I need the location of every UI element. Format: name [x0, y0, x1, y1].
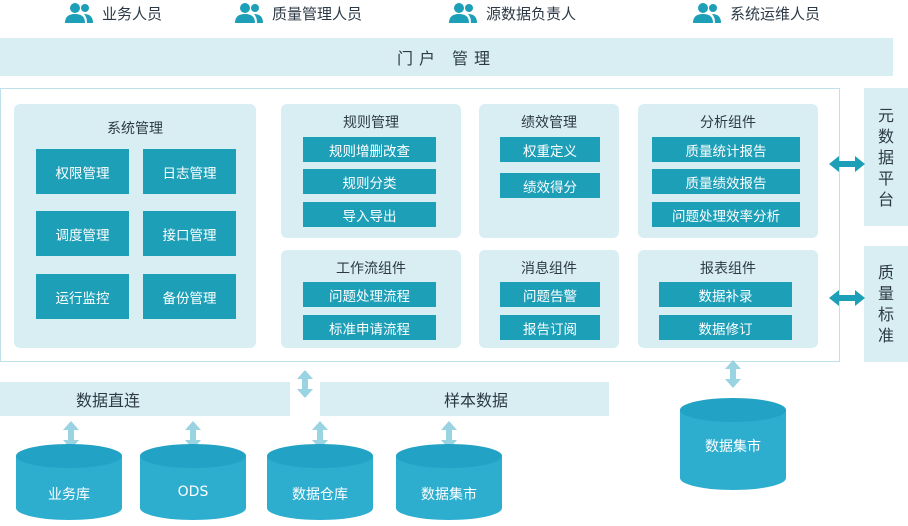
module-issue-flow: 问题处理流程 [303, 282, 436, 307]
module-permission: 权限管理 [36, 149, 129, 194]
portal-bar: 门户 管理 [0, 38, 893, 76]
module-weight: 权重定义 [500, 137, 600, 162]
panel-title: 消息组件 [521, 261, 577, 277]
module-monitor: 运行监控 [36, 274, 129, 319]
module-rule-category: 规则分类 [303, 169, 436, 194]
db-label: 数据集市 [705, 439, 761, 455]
side-label: 质量标准 [877, 263, 894, 345]
module-backup: 备份管理 [143, 274, 236, 319]
module-standard-flow: 标准申请流程 [303, 315, 436, 340]
band-direct: 数据直连 [0, 382, 290, 416]
double-arrow-icon [297, 370, 313, 398]
db-ods: ODS [138, 442, 248, 522]
users-icon [693, 3, 721, 23]
module-interface: 接口管理 [143, 211, 236, 256]
side-label: 元数据平台 [877, 105, 894, 209]
side-metadata-platform: 元数据平台 [864, 88, 908, 226]
database-icon [680, 398, 786, 490]
double-arrow-icon [829, 290, 865, 306]
role-label: 源数据负责人 [486, 4, 577, 23]
module-supplement: 数据补录 [659, 282, 792, 307]
database-icon [267, 444, 373, 520]
db-mart: 数据集市 [394, 442, 504, 522]
module-alert: 问题告警 [500, 282, 600, 307]
panel-perf-mgmt: 绩效管理 权重定义 绩效得分 [479, 104, 619, 238]
module-schedule: 调度管理 [36, 211, 129, 256]
db-label: 业务库 [48, 487, 90, 503]
module-import-export: 导入导出 [303, 202, 436, 227]
module-revise: 数据修订 [659, 315, 792, 340]
panel-title: 规则管理 [343, 115, 399, 131]
module-rule-crud: 规则增删改查 [303, 137, 436, 162]
module-subscribe: 报告订阅 [500, 315, 600, 340]
module-log: 日志管理 [143, 149, 236, 194]
panel-rule-mgmt: 规则管理 规则增删改查 规则分类 导入导出 [281, 104, 461, 238]
panel-title: 绩效管理 [521, 115, 577, 131]
panel-report: 报表组件 数据补录 数据修订 [638, 250, 818, 348]
band-sample: 样本数据 [320, 382, 609, 416]
db-business: 业务库 [14, 442, 124, 522]
module-quality-perf: 质量绩效报告 [652, 169, 800, 194]
role-label: 质量管理人员 [272, 4, 363, 23]
panel-system-mgmt: 系统管理 权限管理 日志管理 调度管理 接口管理 运行监控 备份管理 [14, 104, 256, 348]
panel-title: 分析组件 [700, 115, 756, 131]
db-label: 数据仓库 [292, 487, 348, 503]
role-quality: 质量管理人员 [234, 2, 362, 24]
band-label: 数据直连 [76, 391, 141, 410]
panel-message: 消息组件 问题告警 报告订阅 [479, 250, 619, 348]
panel-analysis: 分析组件 质量统计报告 质量绩效报告 问题处理效率分析 [638, 104, 818, 238]
users-icon [65, 3, 93, 23]
role-label: 业务人员 [102, 4, 163, 23]
users-icon [449, 3, 477, 23]
module-score: 绩效得分 [500, 173, 600, 198]
panel-title: 工作流组件 [336, 261, 406, 277]
database-icon [396, 444, 502, 520]
db-label: ODS [177, 484, 209, 500]
role-ops: 系统运维人员 [692, 2, 820, 24]
panel-title: 系统管理 [107, 121, 163, 137]
module-efficiency: 问题处理效率分析 [652, 202, 800, 227]
panel-title: 报表组件 [700, 261, 756, 277]
db-label: 数据集市 [421, 487, 477, 503]
portal-label: 门户 管理 [396, 49, 497, 68]
role-source-owner: 源数据负责人 [448, 2, 576, 24]
db-right-mart: 数据集市 [678, 396, 788, 492]
database-icon [140, 444, 246, 520]
db-warehouse: 数据仓库 [265, 442, 375, 522]
band-label: 样本数据 [444, 391, 509, 410]
side-quality-standard: 质量标准 [864, 246, 908, 362]
database-icon [16, 444, 122, 520]
panel-workflow: 工作流组件 问题处理流程 标准申请流程 [281, 250, 461, 348]
double-arrow-icon [829, 156, 865, 172]
double-arrow-icon [725, 360, 741, 388]
role-business: 业务人员 [64, 2, 162, 24]
users-icon [235, 3, 263, 23]
module-quality-stats: 质量统计报告 [652, 137, 800, 162]
role-label: 系统运维人员 [730, 4, 821, 23]
